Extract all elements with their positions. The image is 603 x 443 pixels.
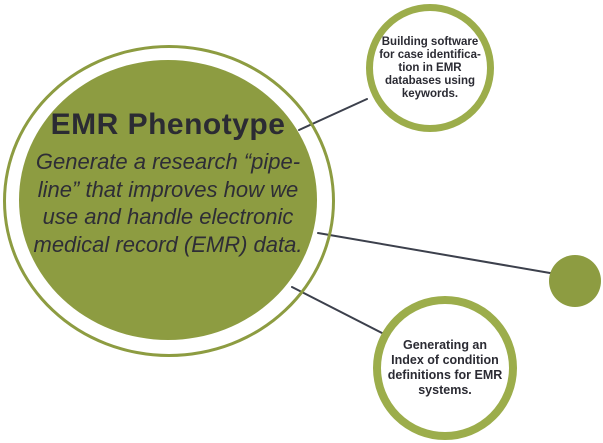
bubble-bottom-line: systems. <box>418 383 472 397</box>
bubble-bottom: Generating an Index of condition definit… <box>373 296 517 440</box>
main-circle: EMR Phenotype Generate a research “pipe-… <box>19 60 317 340</box>
bubble-top-line: tion in EMR <box>398 61 462 74</box>
connector-line-middle <box>317 232 551 274</box>
bubble-bottom-line: Index of condition <box>391 353 499 367</box>
main-title: EMR Phenotype <box>50 108 286 141</box>
main-text-block: EMR Phenotype Generate a research “pipe-… <box>19 108 317 258</box>
description-line: medical record (EMR) data. <box>33 231 303 257</box>
bubble-top-line: Building software <box>381 35 479 48</box>
bubble-top-line: for case identifica- <box>379 48 481 61</box>
bubble-top-text: Building software for case identifica- t… <box>379 36 481 101</box>
bubble-top-line: keywords. <box>401 87 459 100</box>
bubble-bottom-text: Generating an Index of condition definit… <box>388 338 503 398</box>
bubble-top-line: databases using <box>384 74 476 87</box>
bubble-bottom-line: definitions for EMR <box>387 368 503 382</box>
main-description: Generate a research “pipe- line” that im… <box>19 148 317 258</box>
description-line: line” that improves how we <box>37 176 299 202</box>
bubble-top: Building software for case identifica- t… <box>366 4 494 132</box>
main-circle-ring <box>3 45 335 357</box>
accent-dot <box>549 255 601 307</box>
bubble-bottom-line: Generating an <box>402 338 488 352</box>
description-line: use and handle electronic <box>42 204 294 229</box>
connector-line-bottom <box>291 286 385 335</box>
description-line: Generate a research “pipe- <box>35 149 301 174</box>
